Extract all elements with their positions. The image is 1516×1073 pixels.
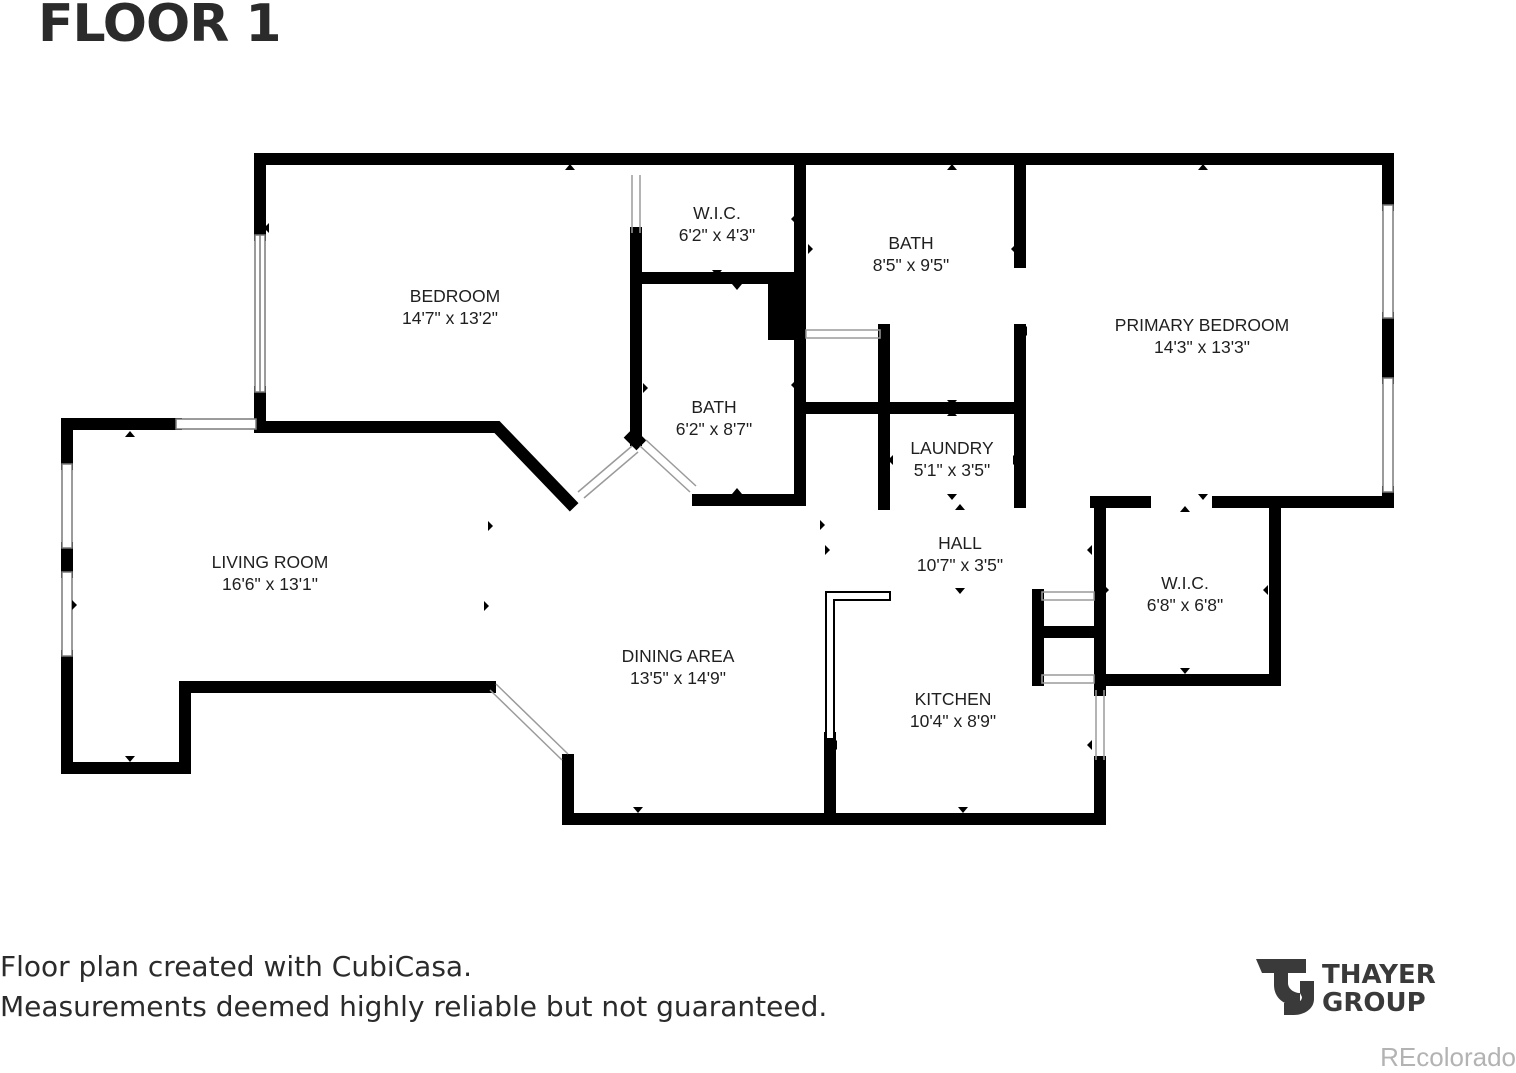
dining-area-name: DINING AREA xyxy=(622,646,735,666)
doorway xyxy=(489,689,563,761)
doorway xyxy=(805,329,881,339)
marker xyxy=(488,521,493,531)
bath-1-dims: 8'5" x 9'5" xyxy=(873,255,950,275)
marker xyxy=(633,807,643,813)
window xyxy=(1382,377,1394,493)
wall-corner xyxy=(623,427,647,451)
disclaimer-line-1: Floor plan created with CubiCasa. xyxy=(0,950,472,983)
hall-dims: 10'7" x 3'5" xyxy=(917,555,1003,575)
marker xyxy=(955,504,965,510)
marker xyxy=(732,488,742,494)
marker xyxy=(1180,506,1190,512)
thayer-group-logo: THAYER GROUP xyxy=(1256,959,1436,1018)
marker xyxy=(732,284,742,290)
logo-mark-icon xyxy=(1256,959,1314,1015)
marker xyxy=(643,383,648,393)
doorway xyxy=(639,445,691,493)
marker xyxy=(1022,326,1027,336)
kitchen-counter xyxy=(825,591,891,738)
marker xyxy=(1011,244,1016,254)
marker xyxy=(947,400,957,406)
bedroom-dims: 14'7" x 13'2" xyxy=(402,308,498,328)
wall xyxy=(61,650,496,774)
dimension-markers xyxy=(72,164,1268,813)
marker xyxy=(947,494,957,500)
bath-2-dims: 6'2" x 8'7" xyxy=(676,419,753,439)
marker xyxy=(712,270,722,276)
wic-2-name: W.I.C. xyxy=(1161,573,1209,593)
marker xyxy=(825,545,830,555)
windows xyxy=(61,204,1394,657)
marker xyxy=(888,455,893,465)
marker xyxy=(264,223,269,233)
marker xyxy=(565,164,575,170)
marker xyxy=(955,588,965,594)
bath-1-name: BATH xyxy=(888,233,933,253)
marker xyxy=(947,410,957,416)
marker xyxy=(1198,164,1208,170)
marker xyxy=(1198,494,1208,500)
primary-bedroom-dims: 14'3" x 13'3" xyxy=(1154,337,1250,357)
marker xyxy=(484,601,489,611)
window xyxy=(175,418,257,430)
floor-title: FLOOR 1 xyxy=(38,0,282,54)
wic-1-name: W.I.C. xyxy=(693,203,741,223)
marker xyxy=(791,214,796,224)
dining-area-dims: 13'5" x 14'9" xyxy=(630,668,726,688)
marker xyxy=(958,807,968,813)
marker xyxy=(1180,668,1190,674)
wall xyxy=(254,421,579,512)
marker xyxy=(820,520,825,530)
window xyxy=(1382,204,1394,319)
doorway xyxy=(577,445,633,493)
logo-line-2: GROUP xyxy=(1322,988,1426,1018)
marker xyxy=(808,244,813,254)
marker xyxy=(72,600,77,610)
bath-2-name: BATH xyxy=(691,397,736,417)
wic-1-dims: 6'2" x 4'3" xyxy=(679,225,756,245)
logo-line-1: THAYER xyxy=(1322,960,1436,990)
bedroom-name: BEDROOM xyxy=(410,286,500,306)
doorway xyxy=(1041,591,1095,601)
marker xyxy=(1263,585,1268,595)
window xyxy=(61,571,73,657)
hall-name: HALL xyxy=(938,533,982,553)
living-room-name: LIVING ROOM xyxy=(212,552,329,572)
primary-bedroom-name: PRIMARY BEDROOM xyxy=(1115,315,1289,335)
kitchen-dims: 10'4" x 8'9" xyxy=(910,711,996,731)
wic-2-dims: 6'8" x 6'8" xyxy=(1147,595,1224,615)
doorway xyxy=(1041,674,1095,684)
wall xyxy=(1094,496,1281,686)
watermark: REcolorado xyxy=(1380,1042,1516,1072)
marker xyxy=(125,431,135,437)
living-room-dims: 16'6" x 13'1" xyxy=(222,574,318,594)
marker xyxy=(947,164,957,170)
marker xyxy=(1087,740,1092,750)
marker xyxy=(1104,585,1109,595)
room-labels: BEDROOM 14'7" x 13'2" W.I.C. 6'2" x 4'3"… xyxy=(212,203,1290,731)
marker xyxy=(791,380,796,390)
laundry-dims: 5'1" x 3'5" xyxy=(914,460,991,480)
openings xyxy=(489,175,1105,761)
window xyxy=(61,463,73,549)
marker xyxy=(1087,545,1092,555)
laundry-name: LAUNDRY xyxy=(910,438,994,458)
marker xyxy=(832,740,837,750)
wall-column xyxy=(768,278,798,340)
disclaimer-line-2: Measurements deemed highly reliable but … xyxy=(0,990,828,1023)
floor-plan: BEDROOM 14'7" x 13'2" W.I.C. 6'2" x 4'3"… xyxy=(61,153,1394,825)
kitchen-name: KITCHEN xyxy=(915,689,992,709)
marker xyxy=(1013,455,1018,465)
marker xyxy=(125,756,135,762)
